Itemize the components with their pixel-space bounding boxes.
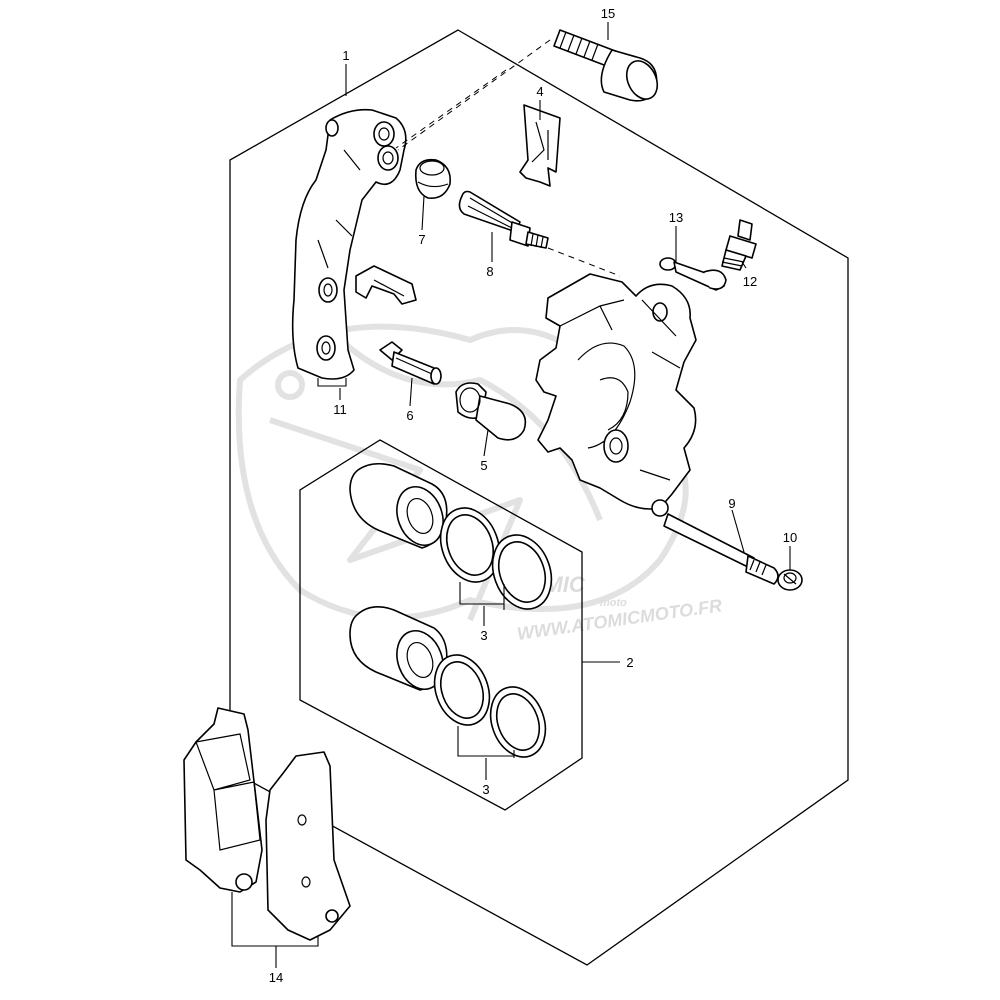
seal-lower-b: [489, 686, 547, 758]
watermark-sub: moto: [600, 597, 627, 609]
leader-3b: [457, 726, 515, 780]
pad-spring-4: [519, 104, 561, 187]
callout-4: 4: [536, 84, 543, 99]
callout-14: 14: [269, 970, 283, 985]
callout-2: 2: [626, 655, 633, 670]
leader-14: [231, 892, 319, 968]
slide-pin-6: [379, 341, 442, 385]
callout-12: 12: [743, 274, 757, 289]
pin-9: [663, 513, 779, 585]
leader-7: [421, 195, 425, 231]
leader-3a: [459, 582, 505, 626]
bleeder-valve-12: [721, 219, 757, 271]
pad-retainer-11: [355, 265, 417, 305]
callout-3-upper: 3: [480, 628, 487, 643]
assembly-line-pin: [547, 247, 621, 277]
callout-1: 1: [342, 48, 349, 63]
boot-5: [455, 382, 527, 441]
caliper-assembly-frame: [229, 29, 849, 966]
leader-6: [409, 377, 413, 407]
seal-lower-a: [433, 654, 491, 726]
assembly-line-bracket: [395, 69, 507, 149]
bracket-1: [291, 108, 407, 380]
callout-9: 9: [728, 496, 735, 511]
bolt-15: [553, 29, 659, 102]
callout-7: 7: [418, 232, 425, 247]
plug-10: [777, 569, 803, 591]
callout-13: 13: [669, 210, 683, 225]
callout-10: 10: [783, 530, 797, 545]
piston-kit-frame: [299, 439, 583, 811]
assembly-line-bolt: [397, 39, 551, 151]
callout-5: 5: [480, 458, 487, 473]
brake-pad-front: [265, 751, 351, 941]
leader-5: [483, 429, 489, 457]
callout-8: 8: [486, 264, 493, 279]
callout-3-lower: 3: [482, 782, 489, 797]
leader-12: [741, 261, 747, 269]
callout-11: 11: [333, 402, 347, 417]
leader-11: [317, 378, 347, 400]
bleeder-cap-13: [659, 257, 727, 291]
leader-9: [731, 509, 745, 553]
callout-6: 6: [406, 408, 413, 423]
piston-lower: [349, 606, 448, 691]
callout-15: 15: [601, 6, 615, 21]
piston-upper: [349, 462, 448, 549]
seal-upper-b: [491, 534, 553, 610]
slide-pin-8: [458, 190, 549, 249]
caliper-body: [535, 273, 697, 517]
brake-pad-back: [183, 707, 263, 893]
boot-7: [414, 158, 452, 200]
seal-upper-a: [439, 507, 501, 583]
